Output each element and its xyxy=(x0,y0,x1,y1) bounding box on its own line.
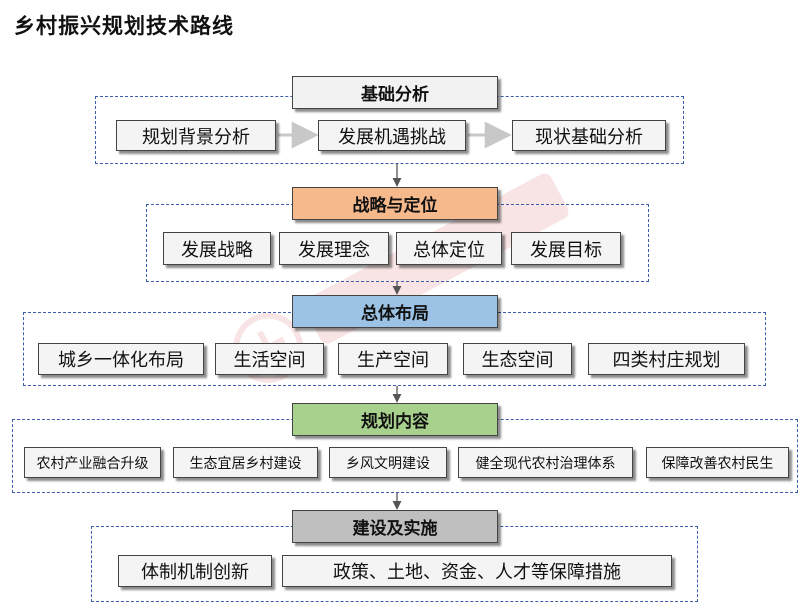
stage-construction-implementation: 建设及实施 xyxy=(292,510,498,543)
item-planning-background: 规划背景分析 xyxy=(116,120,276,151)
stage-overall-layout: 总体布局 xyxy=(292,295,498,328)
item-current-status: 现状基础分析 xyxy=(512,120,666,151)
item-production-space: 生产空间 xyxy=(338,343,448,375)
item-industry-integration: 农村产业融合升级 xyxy=(24,447,161,478)
item-opportunities-challenges: 发展机遇挑战 xyxy=(318,120,466,151)
item-civilized-customs: 乡风文明建设 xyxy=(329,447,447,478)
item-development-goals: 发展目标 xyxy=(511,232,621,265)
item-ecological-space: 生态空间 xyxy=(463,343,572,375)
item-livelihood: 保障改善农村民生 xyxy=(646,447,789,478)
page-title: 乡村振兴规划技术路线 xyxy=(14,14,234,38)
item-institutional-innovation: 体制机制创新 xyxy=(118,555,272,587)
stage-planning-content: 规划内容 xyxy=(292,403,498,436)
stage-basic-analysis: 基础分析 xyxy=(292,76,498,109)
item-living-space: 生活空间 xyxy=(215,343,324,375)
item-urban-rural-integration: 城乡一体化布局 xyxy=(38,343,204,375)
item-development-philosophy: 发展理念 xyxy=(279,232,389,265)
item-governance-system: 健全现代农村治理体系 xyxy=(458,447,633,478)
item-development-strategy: 发展战略 xyxy=(163,232,271,265)
item-livable-village: 生态宜居乡村建设 xyxy=(173,447,318,478)
item-four-village-types: 四类村庄规划 xyxy=(588,343,745,375)
item-support-measures: 政策、土地、资金、人才等保障措施 xyxy=(282,555,672,587)
item-overall-positioning: 总体定位 xyxy=(396,232,502,265)
stage-strategy-positioning: 战略与定位 xyxy=(292,187,498,220)
